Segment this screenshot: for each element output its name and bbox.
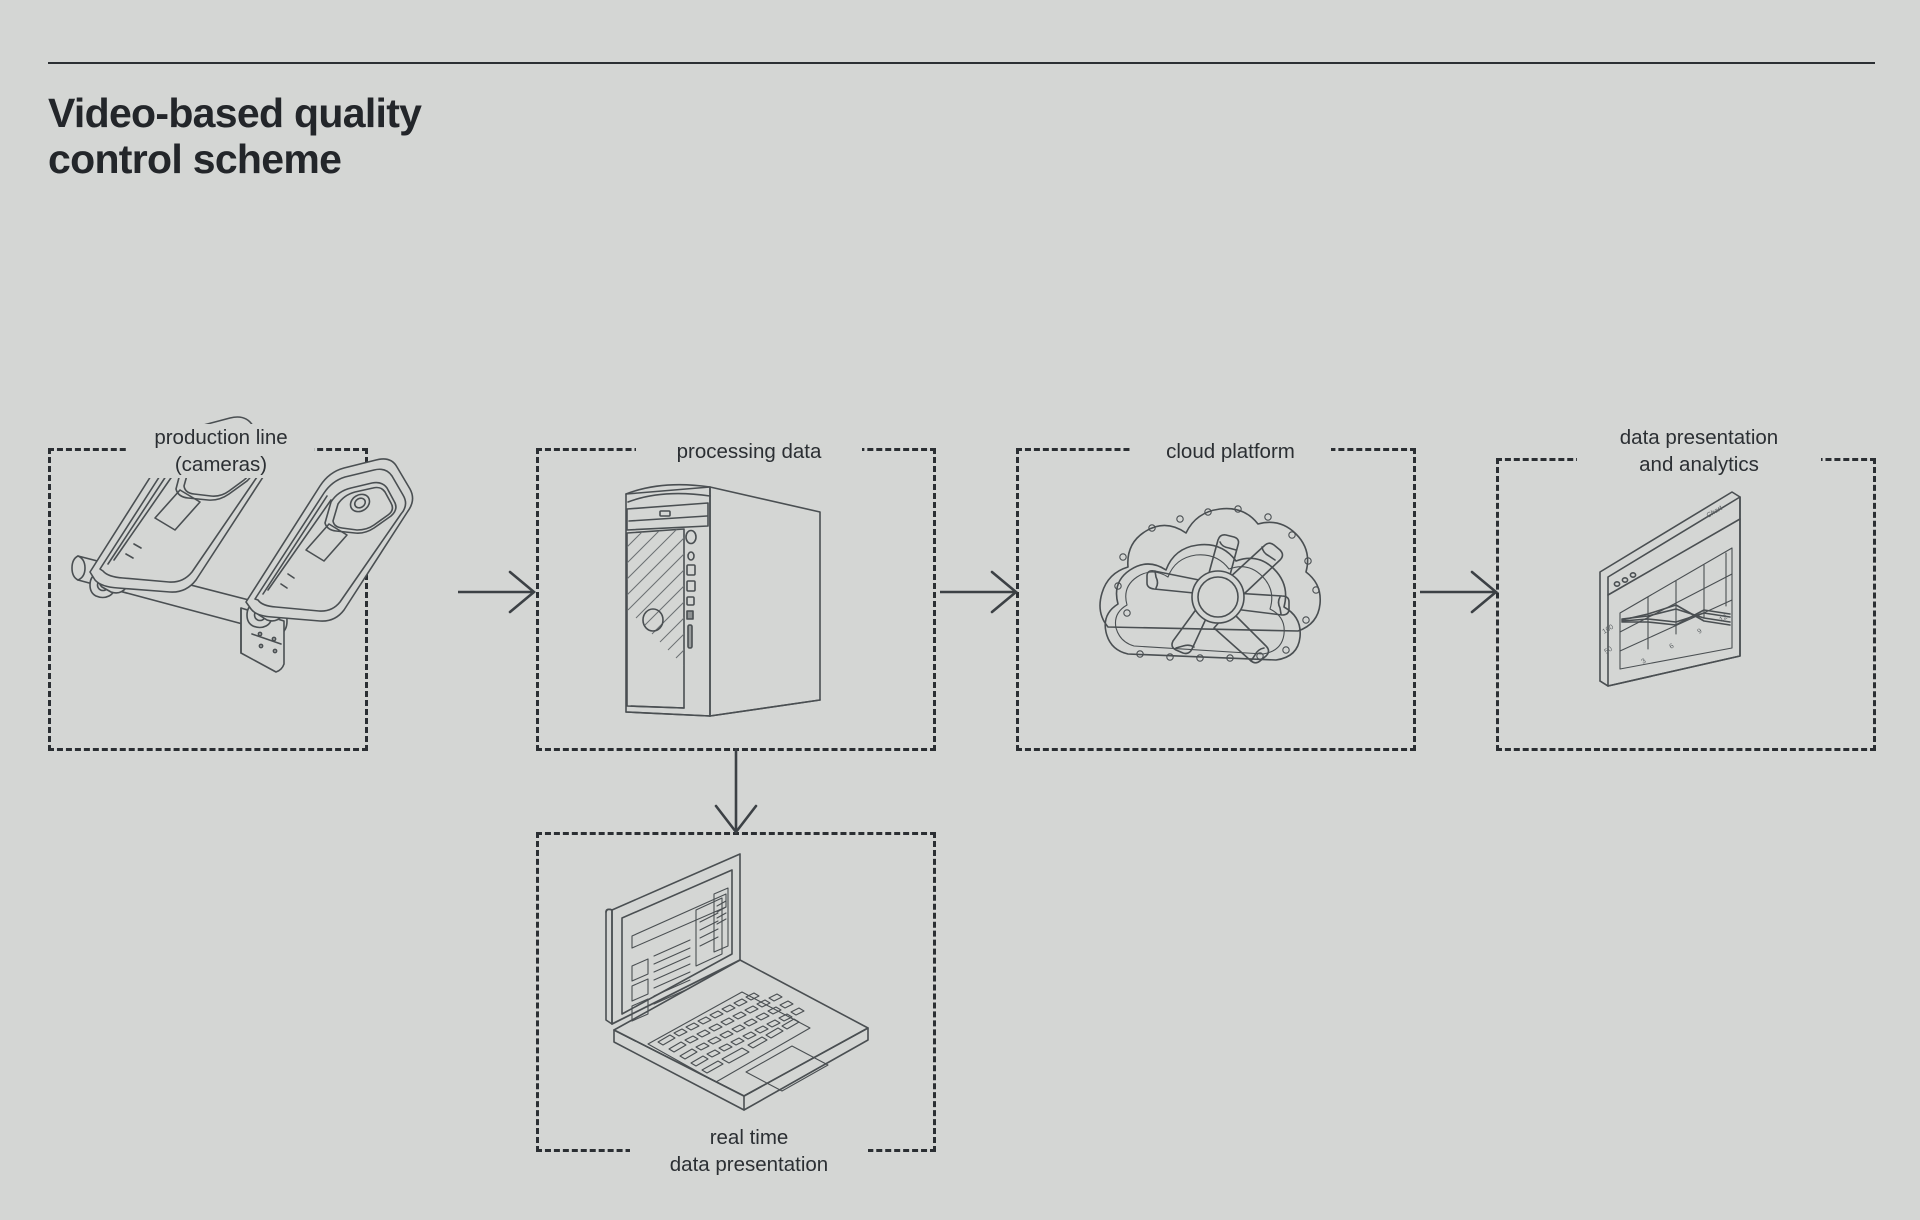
connector-arrow-2 [940, 570, 1022, 614]
stage-label-cloud-platform-line1: cloud platform [1166, 440, 1295, 463]
stage-label-real-time-data-presentation: real time data presentation [630, 1124, 868, 1179]
stage-label-realtime-line1: real time [709, 1126, 789, 1149]
stage-label-analytics-line1: data presentation [1619, 426, 1779, 449]
stage-label-processing-data: processing data [636, 438, 862, 466]
page-title-line1: Video-based quality [48, 90, 422, 136]
analytics-x-tick-0: 3 [1640, 658, 1647, 666]
analytics-x-tick-2: 9 [1696, 628, 1703, 636]
connector-arrow-1 [458, 570, 540, 614]
security-cameras-icon [48, 416, 414, 751]
stage-label-production-line-line2: (cameras) [174, 453, 268, 477]
stage-label-cloud-platform: cloud platform [1130, 438, 1331, 466]
page-title: Video-based quality control scheme [48, 90, 948, 183]
stage-label-analytics-line2: and analytics [1639, 453, 1759, 477]
analytics-x-tick-1: 6 [1668, 643, 1675, 651]
analytics-y-tick-1: 50 [1603, 646, 1613, 656]
stage-label-realtime-line2: data presentation [669, 1153, 829, 1177]
cloud-vault-icon [1096, 494, 1346, 684]
analytics-screen-icon: Chart 100 50 [1590, 488, 1780, 696]
stage-label-production-line-line1: production line [154, 426, 288, 449]
stage-label-processing-data-line1: processing data [676, 440, 822, 463]
desktop-tower-icon [596, 478, 876, 728]
stage-label-data-presentation-analytics: data presentation and analytics [1577, 424, 1821, 479]
header-rule [48, 62, 1875, 64]
connector-arrow-3 [1420, 570, 1502, 614]
connector-arrow-4 [714, 748, 758, 836]
analytics-x-tick-3: 12 [1718, 614, 1728, 624]
stage-label-production-line: production line (cameras) [128, 424, 314, 479]
laptop-dashboard-icon [596, 853, 886, 1112]
page-title-line2: control scheme [48, 136, 342, 183]
